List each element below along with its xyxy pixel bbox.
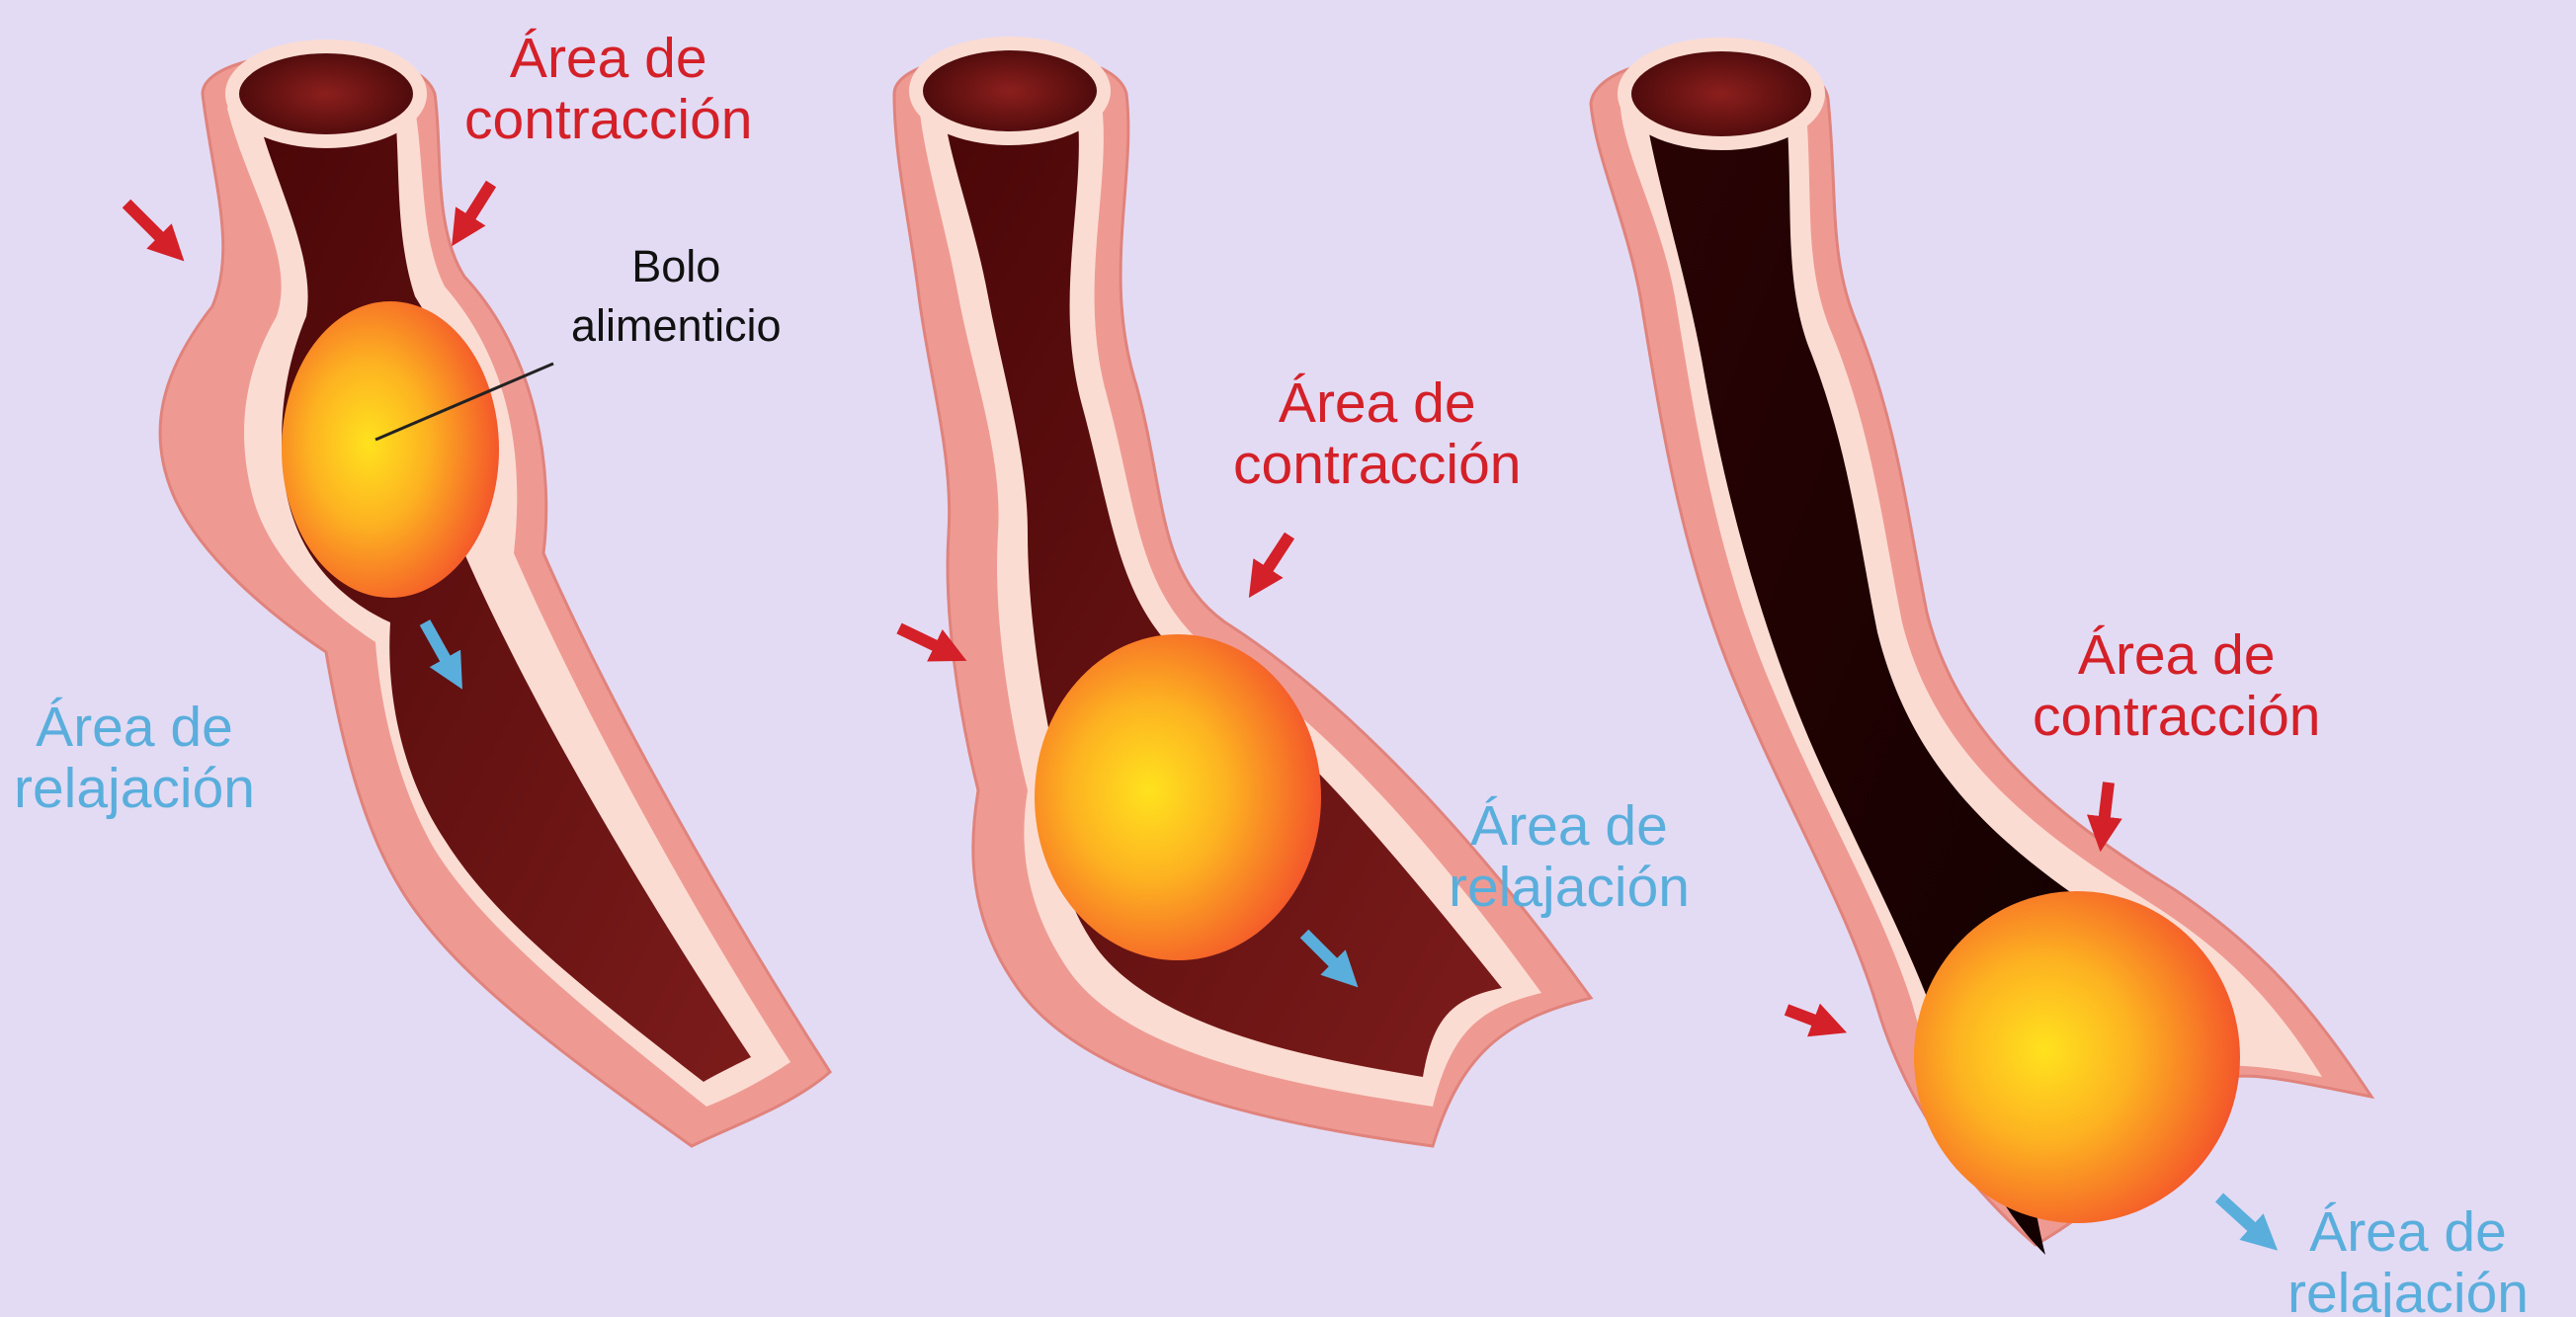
food-bolus bbox=[282, 301, 499, 598]
blue-arrow-icon bbox=[2219, 1197, 2263, 1237]
label-line: Área de bbox=[2033, 624, 2321, 686]
red-arrow-icon bbox=[1787, 1010, 1828, 1026]
label-line: contracción bbox=[1233, 434, 1522, 495]
food-bolus-label: Bolo alimenticio bbox=[571, 237, 782, 356]
red-arrow-icon bbox=[1260, 535, 1289, 581]
label-line: Bolo bbox=[571, 237, 782, 296]
esophagus-opening bbox=[1624, 44, 1818, 143]
label-line: relajación bbox=[2287, 1263, 2529, 1317]
esophagus-panel-1 bbox=[126, 46, 830, 1146]
label-line: Área de bbox=[2287, 1201, 2529, 1263]
relaxation-area-label: Área de relajación bbox=[2287, 1201, 2529, 1317]
label-line: alimenticio bbox=[571, 296, 782, 356]
esophagus-opening bbox=[916, 43, 1104, 138]
relaxation-area-label: Área de relajación bbox=[1449, 795, 1690, 918]
red-arrow-icon bbox=[2103, 782, 2109, 832]
red-arrow-icon bbox=[899, 628, 949, 652]
contraction-area-label: Área de contracción bbox=[2033, 624, 2321, 747]
esophagus-opening bbox=[232, 46, 420, 141]
food-bolus bbox=[1035, 634, 1321, 960]
label-line: relajación bbox=[14, 758, 255, 819]
label-line: Área de bbox=[1233, 372, 1522, 434]
esophagus-panel-2 bbox=[894, 43, 1591, 1146]
label-line: contracción bbox=[2033, 686, 2321, 747]
relaxation-area-label: Área de relajación bbox=[14, 697, 255, 819]
label-line: Área de bbox=[464, 28, 753, 89]
label-line: Área de bbox=[1449, 795, 1690, 857]
red-arrow-icon bbox=[462, 184, 491, 229]
food-bolus bbox=[1914, 891, 2240, 1223]
red-arrow-icon bbox=[126, 204, 170, 247]
label-line: Área de bbox=[14, 697, 255, 758]
contraction-area-label: Área de contracción bbox=[464, 28, 753, 150]
label-line: relajación bbox=[1449, 857, 1690, 918]
label-line: contracción bbox=[464, 89, 753, 150]
contraction-area-label: Área de contracción bbox=[1233, 372, 1522, 495]
